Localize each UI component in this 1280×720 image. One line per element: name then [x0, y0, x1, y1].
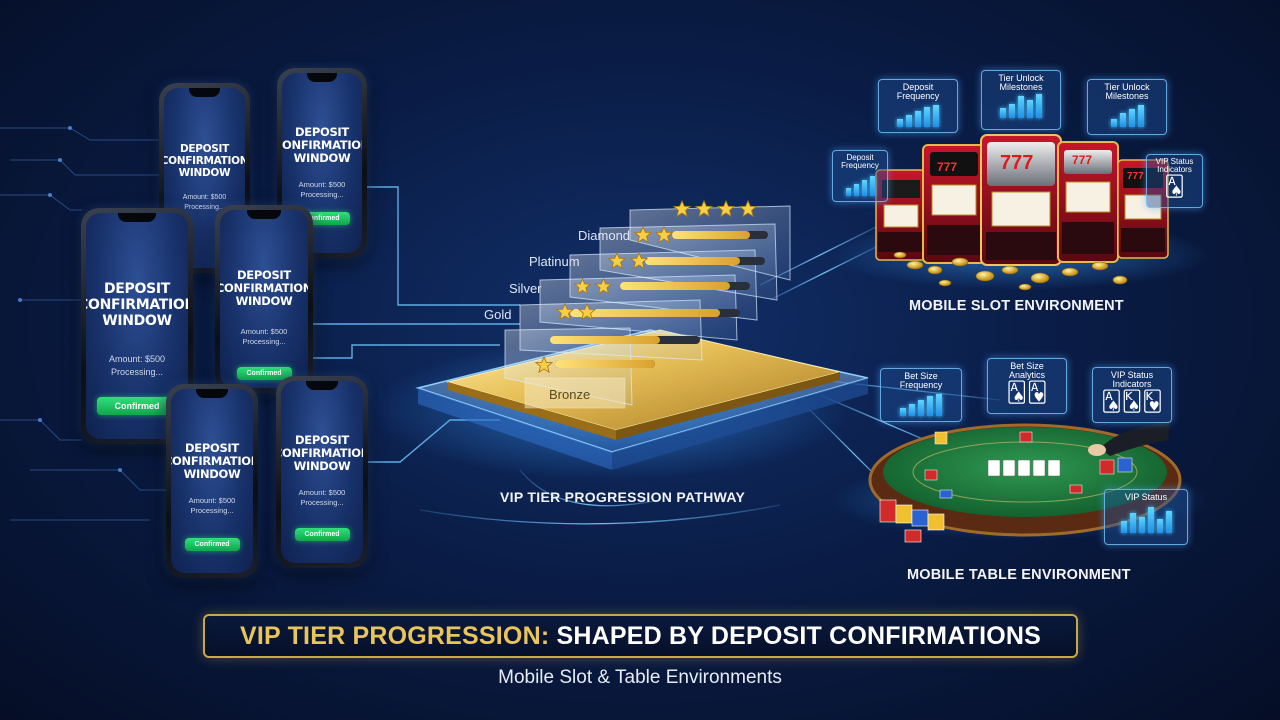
mini-bar-chart [1110, 505, 1182, 534]
tier-label-silver: Silver [509, 281, 542, 296]
phone-screen: DEPOSIT CONFIRMATION WINDOW Amount: $500… [171, 389, 253, 573]
card-title: VIP Status Indicators [1155, 157, 1194, 175]
processing-text: Processing... [190, 506, 234, 516]
phone-screen: DEPOSIT CONFIRMATION WINDOW Amount: $500… [220, 210, 308, 388]
mini-bar-chart [884, 104, 952, 127]
confirmed-button[interactable]: Confirmed [184, 538, 240, 551]
card-bet-size-frequency: Bet Size Frequency [880, 368, 962, 422]
processing-text: Processing... [300, 498, 344, 508]
phone-6: DEPOSIT CONFIRMATION WINDOW Amount: $500… [276, 376, 368, 568]
confirmed-button[interactable]: Confirmed [236, 367, 292, 380]
phone-screen: DEPOSIT CONFIRMATION WINDOW Amount: $500… [281, 381, 363, 563]
card-title: VIP Status Indicators [1110, 370, 1154, 390]
gold-coins [893, 251, 1128, 291]
slot-777-symbol: 777 [937, 160, 958, 174]
playing-cards-icon: 🂡🂱 [1006, 381, 1048, 404]
playing-cards-icon: 🂡 [1164, 175, 1185, 198]
playing-cards-icon: 🂡🂮🂾 [1101, 390, 1163, 413]
card-bet-size-analytics: Bet Size Analytics 🂡🂱 [987, 358, 1067, 414]
deposit-confirmation-title: DEPOSIT CONFIRMATION WINDOW [220, 268, 308, 309]
amount-text: Amount: $500 [108, 354, 166, 365]
slot-777-symbol: 777 [1127, 171, 1144, 182]
card-tier-unlock-1: Tier Unlock Milestones [981, 70, 1061, 130]
phone-3: DEPOSIT CONFIRMATION WINDOW Amount: $500… [215, 205, 313, 393]
mini-bar-chart [1093, 104, 1161, 127]
phone-screen: DEPOSIT CONFIRMATION WINDOW Amount: $500… [282, 73, 362, 253]
card-deposit-frequency-top: Deposit Frequency [878, 79, 958, 133]
slot-machine-5 [1117, 159, 1169, 259]
phone-notch [247, 210, 281, 219]
table-environment-label: MOBILE TABLE ENVIRONMENT [907, 567, 1131, 583]
deposit-confirmation-title: DEPOSIT CONFIRMATION WINDOW [86, 281, 188, 330]
amount-text: Amount: $500 [298, 179, 346, 189]
tier-label-bronze: Bronze [549, 387, 591, 402]
subtitle: Mobile Slot & Table Environments [498, 667, 782, 688]
pathway-label: VIP TIER PROGRESSION PATHWAY [500, 489, 746, 505]
processing-text: Processing... [242, 337, 286, 347]
processing-text: Processing... [300, 190, 344, 200]
deposit-confirmation-title: DEPOSIT CONFIRMATION WINDOW [171, 441, 253, 482]
card-vip-status: VIP Status [1104, 489, 1188, 545]
amount-text: Amount: $500 [188, 495, 236, 505]
phone-notch [117, 213, 157, 222]
slot-777-symbol: 777 [1000, 152, 1034, 174]
confirmed-button[interactable]: Confirmed [96, 397, 178, 415]
tier-label-gold: Gold [484, 307, 512, 322]
card-title: Deposit Frequency [896, 82, 940, 102]
phone-notch [306, 73, 338, 82]
phone-notch [196, 389, 228, 398]
card-title: Tier Unlock Milestones [998, 73, 1044, 93]
tier-label-diamond: Diamond [578, 228, 631, 243]
card-title: Tier Unlock Milestones [1104, 82, 1150, 102]
processing-text: Processing... [184, 203, 225, 211]
phone-notch [306, 381, 338, 390]
amount-text: Amount: $500 [240, 326, 288, 336]
mini-bar-chart [987, 93, 1055, 118]
mini-bar-chart [886, 393, 956, 416]
card-title: Bet Size Analytics [1008, 361, 1045, 381]
deposit-confirmation-title: DEPOSIT CONFIRMATION WINDOW [281, 433, 363, 474]
slot-machine-2 [922, 144, 986, 264]
confirmed-button[interactable]: Confirmed [294, 528, 350, 541]
slot-machine-1 [875, 169, 927, 261]
phone-notch [189, 88, 220, 97]
banner-title-gold: VIP TIER PROGRESSION: [240, 621, 550, 650]
amount-text: Amount: $500 [182, 194, 227, 202]
tier-progress-bars [550, 231, 768, 368]
deposit-confirmation-title: DEPOSIT CONFIRMATION WINDOW [282, 125, 362, 166]
processing-text: Processing... [110, 366, 164, 377]
card-vip-status-indicators-slot: VIP Status Indicators 🂡 [1146, 154, 1203, 208]
phone-5: DEPOSIT CONFIRMATION WINDOW Amount: $500… [166, 384, 258, 578]
card-title: VIP Status [1124, 492, 1168, 502]
amount-text: Amount: $500 [298, 487, 346, 497]
phone-4: DEPOSIT CONFIRMATION WINDOW Amount: $500… [81, 208, 193, 444]
slot-777-symbol: 777 [1072, 153, 1093, 167]
card-deposit-frequency-left: Deposit Frequency [832, 150, 888, 202]
mini-bar-chart [838, 174, 882, 196]
casino-chips [879, 431, 1133, 543]
card-vip-status-indicators-table: VIP Status Indicators 🂡🂮🂾 [1092, 367, 1172, 423]
card-tier-unlock-2: Tier Unlock Milestones [1087, 79, 1167, 135]
tier-label-platinum: Platinum [529, 254, 580, 269]
card-title: Bet Size Frequency [899, 371, 943, 391]
title-banner: VIP TIER PROGRESSION: SHAPED BY DEPOSIT … [203, 614, 1078, 658]
deposit-confirmation-title: DEPOSIT CONFIRMATION WINDOW [164, 143, 245, 180]
banner-title-white: SHAPED BY DEPOSIT CONFIRMATIONS [549, 621, 1041, 650]
slot-machine-3 [980, 134, 1062, 266]
slot-environment-label: MOBILE SLOT ENVIRONMENT [909, 298, 1124, 314]
slot-machine-4 [1057, 141, 1119, 263]
card-title: Deposit Frequency [841, 153, 879, 171]
